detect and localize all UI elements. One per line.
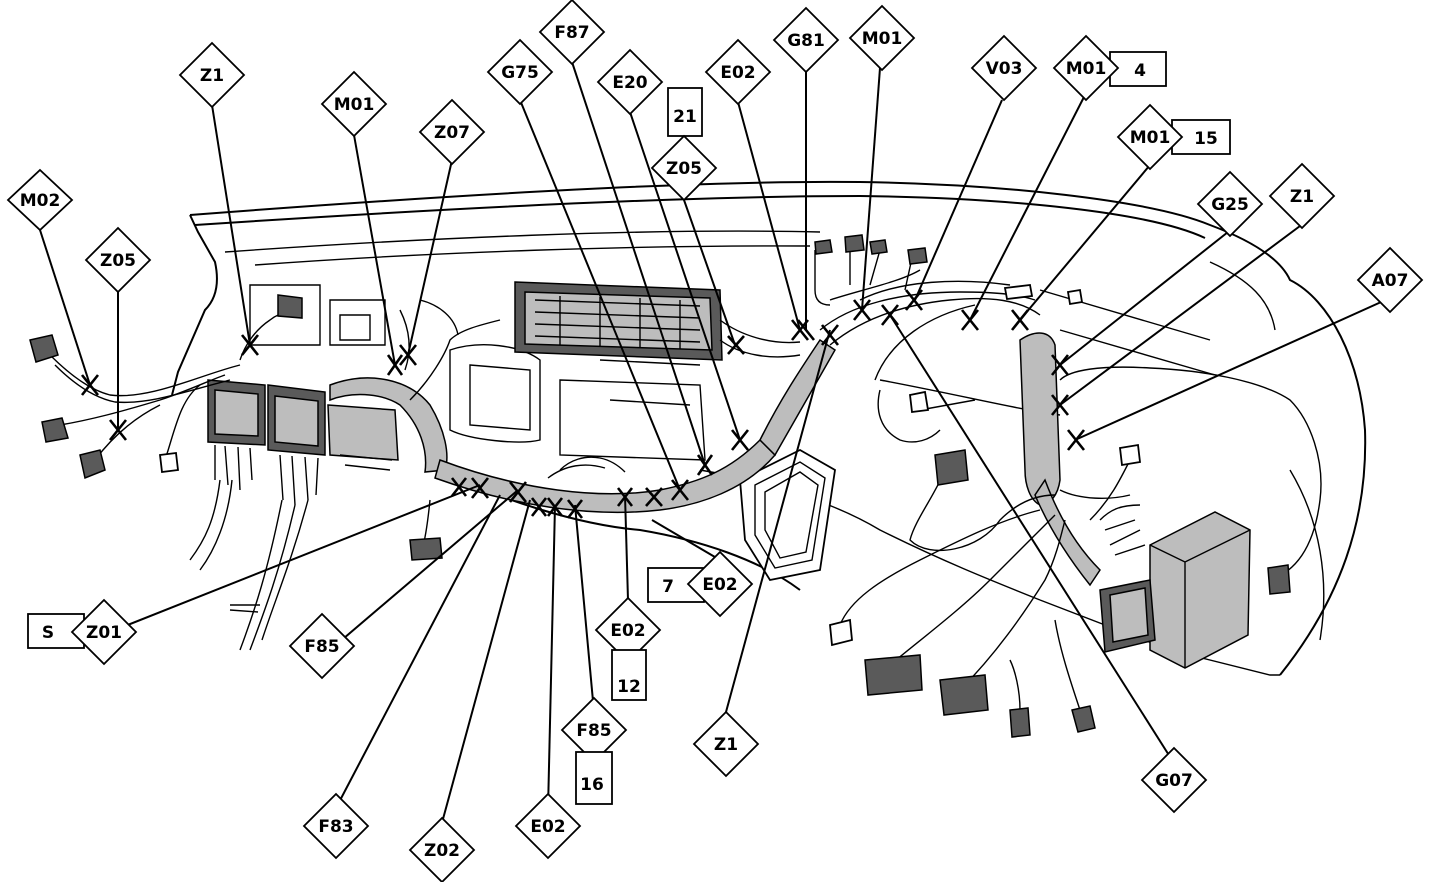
tag-z05-center: 21 Z05 bbox=[650, 87, 718, 202]
tag-e20: E20 bbox=[596, 48, 664, 116]
left-connector-block bbox=[207, 379, 399, 506]
tag-z1-right: Z1 bbox=[1268, 162, 1336, 230]
center-vent bbox=[739, 448, 836, 582]
tag-label: M01 bbox=[1066, 59, 1107, 79]
tag-f83: F83 bbox=[302, 792, 370, 860]
tag-e02-top: E02 bbox=[704, 38, 772, 106]
callout-tags: M02 Z05 Z1 M01 Z07 G75 F87 bbox=[6, 0, 1424, 882]
tag-label: M02 bbox=[20, 191, 61, 211]
tag-label: V03 bbox=[986, 59, 1023, 79]
plug-connectors bbox=[29, 234, 1291, 738]
tag-f87: F87 bbox=[538, 0, 606, 66]
tag-label: Z1 bbox=[1290, 187, 1314, 207]
tag-z1-bottom: Z1 bbox=[692, 710, 760, 778]
tag-e02-12: E02 12 bbox=[594, 596, 662, 701]
tag-z02: Z02 bbox=[408, 816, 476, 882]
tag-label: F83 bbox=[318, 817, 353, 837]
tag-label: Z1 bbox=[200, 66, 224, 86]
tag-label: E02 bbox=[702, 575, 737, 595]
tag-label: M01 bbox=[334, 95, 375, 115]
tag-g07: G07 bbox=[1140, 746, 1208, 814]
tag-a07: A07 bbox=[1356, 246, 1424, 314]
tag-label: Z05 bbox=[666, 159, 702, 179]
tag-m01-4: 4 M01 bbox=[1052, 34, 1167, 102]
tag-label: E02 bbox=[720, 63, 755, 83]
tag-label: E02 bbox=[530, 817, 565, 837]
tag-label: A07 bbox=[1372, 271, 1409, 291]
tag-label: G75 bbox=[501, 63, 539, 83]
tag-box-label: 4 bbox=[1134, 61, 1146, 81]
tag-label: E02 bbox=[610, 621, 645, 641]
tag-label: F87 bbox=[554, 23, 589, 43]
leader-marks bbox=[80, 289, 1086, 519]
tag-f85-16: F85 16 bbox=[560, 696, 628, 805]
tag-box-label: 15 bbox=[1194, 129, 1218, 149]
tag-box-label: S bbox=[42, 623, 54, 643]
tag-box-label: 16 bbox=[580, 775, 604, 795]
tag-label: M01 bbox=[1130, 128, 1171, 148]
tag-e02-7: 7 E02 bbox=[647, 550, 754, 618]
leader-lines bbox=[39, 61, 1391, 831]
tag-label: Z05 bbox=[100, 251, 136, 271]
tag-box-label: 7 bbox=[662, 577, 674, 597]
tag-label: G25 bbox=[1211, 195, 1249, 215]
control-units bbox=[1099, 511, 1251, 669]
tag-m01-left: M01 bbox=[320, 70, 388, 138]
tag-label: E20 bbox=[612, 73, 647, 93]
tag-label: Z1 bbox=[714, 735, 738, 755]
tag-label: Z07 bbox=[434, 123, 470, 143]
tag-label: G07 bbox=[1155, 771, 1193, 791]
tag-z07: Z07 bbox=[418, 98, 486, 166]
tag-v03: V03 bbox=[970, 34, 1038, 102]
tag-label: F85 bbox=[576, 721, 611, 741]
tag-m02-left: M02 bbox=[6, 168, 74, 232]
tag-g75: G75 bbox=[486, 38, 554, 106]
tag-e02-bottom: E02 bbox=[514, 792, 582, 860]
tag-box-label: 12 bbox=[617, 677, 641, 697]
tag-label: G81 bbox=[787, 31, 825, 51]
center-module bbox=[514, 281, 723, 361]
tag-g25: G25 bbox=[1196, 170, 1264, 238]
tag-z05-left: Z05 bbox=[84, 226, 152, 294]
tag-label: Z02 bbox=[424, 841, 460, 861]
tag-m01-top: M01 bbox=[848, 4, 916, 72]
tag-label: Z01 bbox=[86, 623, 122, 643]
tag-z1-top-left: Z1 bbox=[178, 41, 246, 109]
tag-f85-left: F85 bbox=[288, 612, 356, 680]
tag-g81: G81 bbox=[772, 6, 840, 74]
tag-box-label: 21 bbox=[673, 107, 697, 127]
tag-z01: S Z01 bbox=[27, 598, 138, 666]
tag-m01-15: 15 M01 bbox=[1116, 103, 1231, 171]
tag-label: F85 bbox=[304, 637, 339, 657]
tag-label: M01 bbox=[862, 29, 903, 49]
